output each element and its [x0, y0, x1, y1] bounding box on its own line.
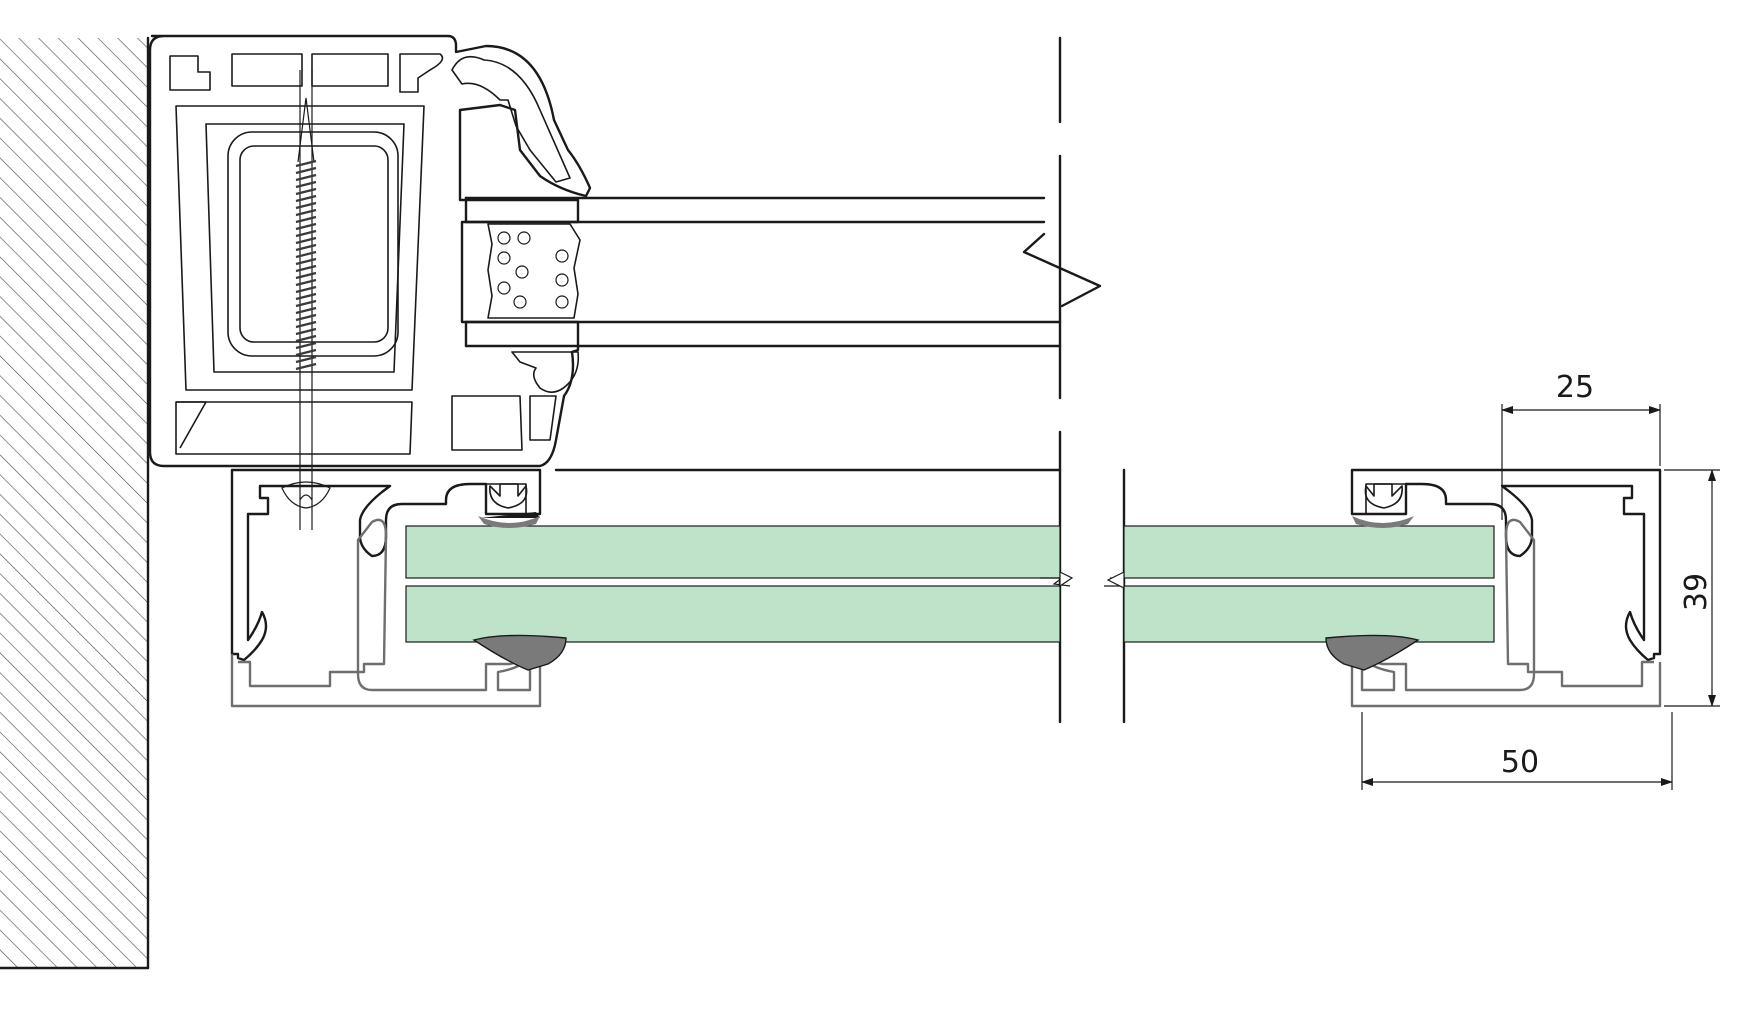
dimension-label-25: 25 — [1556, 370, 1594, 405]
masonry-wall — [0, 36, 150, 970]
left-aluminium-profile — [230, 468, 567, 708]
right-aluminium-profile — [1325, 468, 1662, 708]
glass-pane-upper-right — [1123, 525, 1495, 579]
dimension-height-39: 39 — [1664, 469, 1720, 707]
fixing-screw — [281, 70, 331, 530]
glass-panes — [405, 525, 1495, 643]
glass-pane-lower-left — [405, 585, 1061, 643]
desiccant-spacer — [487, 223, 581, 319]
dimension-bottom-50: 50 — [1361, 712, 1673, 790]
screw-thread — [295, 159, 317, 371]
dimension-label-39: 39 — [1679, 573, 1714, 611]
dimension-label-50: 50 — [1501, 745, 1539, 780]
window-frame-profile — [148, 34, 592, 468]
glass-pane-lower-right — [1123, 585, 1495, 643]
glass-pane-upper-left — [405, 525, 1061, 579]
screw-thread-lines — [295, 159, 317, 371]
dimension-top-25: 25 — [1501, 370, 1661, 520]
insulating-glass-unit — [464, 196, 1102, 348]
